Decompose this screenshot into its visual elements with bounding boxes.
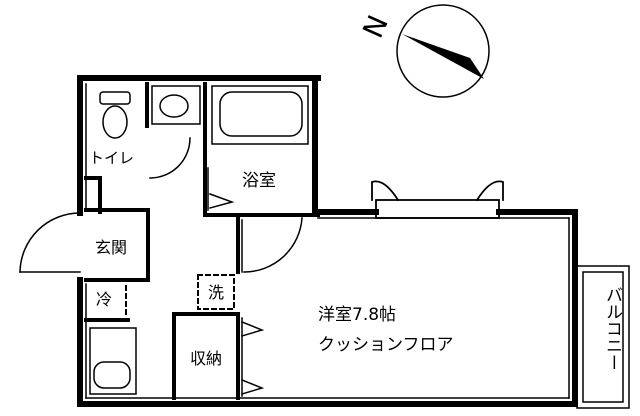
main-room-name: 洋室7.8帖 [318,305,396,325]
storage-label: 収納 [190,349,222,368]
bathroom-label: 浴室 [242,171,276,191]
entrance-door [19,212,81,273]
interior-walls [84,82,320,400]
bathtub [211,85,309,145]
main-room-door [241,217,303,273]
balcony [576,265,630,409]
washer-label: 洗 [208,283,224,302]
washer-space [197,274,235,310]
compass-circle [396,4,490,98]
balcony-label: バルコニー [602,286,622,371]
entrance-label: 玄関 [95,238,127,257]
toilet-label: トイレ [89,149,134,167]
bathroom-door [207,167,235,211]
wash-basin [151,85,201,125]
toilet-door-swing [149,137,191,179]
storage-doors [241,317,265,397]
kitchen-unit [89,327,137,395]
main-room-floor: クッションフロア [318,335,454,355]
fridge-label: 冷 [96,290,112,309]
toilet-fixture [99,91,131,139]
window [371,180,504,219]
compass-north-label: N [356,10,395,43]
outer-walls [77,75,578,407]
compass: N [356,4,490,98]
compass-needle-icon [402,34,484,79]
